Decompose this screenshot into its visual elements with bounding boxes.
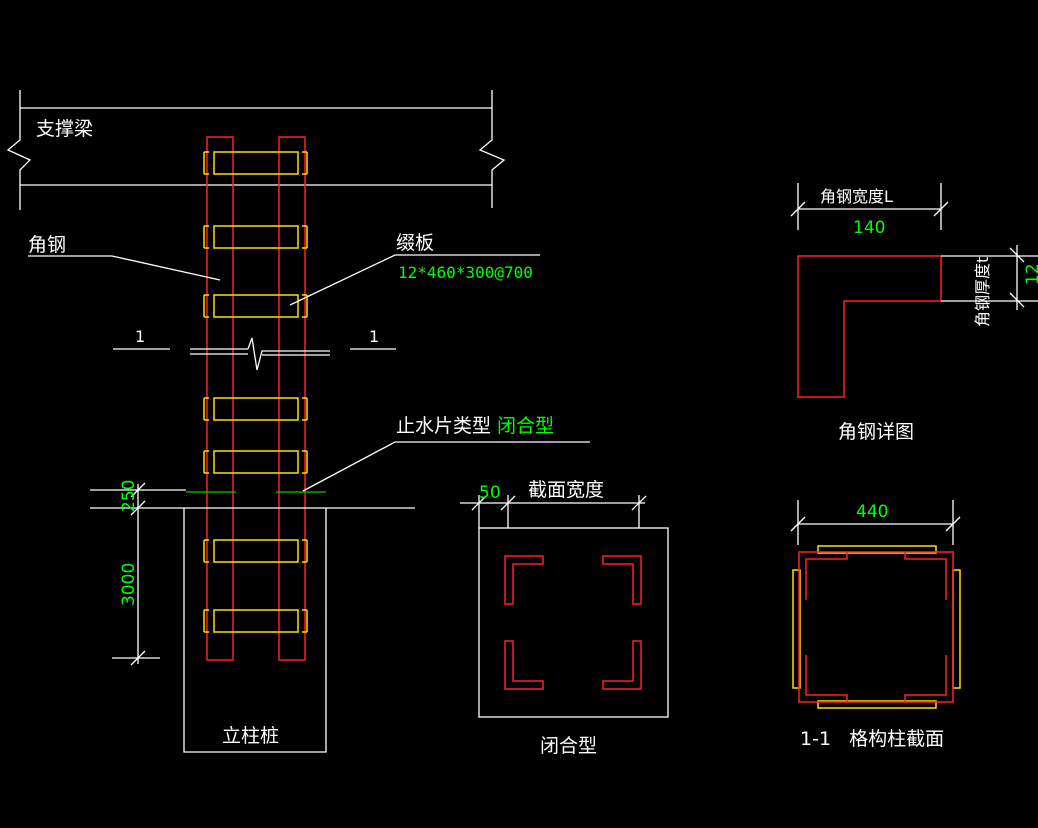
angle-detail-caption: 角钢详图 [838, 421, 914, 443]
angle-thickness-label: 角钢厚度t [973, 257, 992, 327]
angle-steel-leader [28, 255, 221, 281]
batten-leader [289, 254, 540, 306]
angle-width-value: 140 [853, 218, 885, 238]
waterstop-type-label-text: 止水片类型 [396, 415, 491, 437]
angle-detail [790, 183, 1038, 398]
dim-50: 50 [479, 483, 501, 503]
closed-type-caption: 闭合型 [540, 735, 597, 757]
angle-thickness-value: 12 [1023, 263, 1038, 285]
waterstop-type-value: 闭合型 [497, 415, 554, 437]
break-line [190, 337, 330, 371]
section-mark-right-label: 1 [369, 327, 379, 346]
batten-plate [203, 539, 308, 563]
batten-plate [203, 225, 308, 249]
dim-250: 250 [119, 480, 139, 512]
waterstop-leader [302, 441, 590, 492]
lattice-section [790, 500, 961, 709]
closed-type-section [460, 495, 669, 718]
support-beam [6, 90, 506, 210]
ground-and-pile [90, 482, 415, 753]
batten-spec: 12*460*300@700 [398, 263, 533, 282]
section-width-label: 截面宽度 [528, 479, 604, 501]
batten-plates [203, 151, 308, 633]
dim-3000: 3000 [119, 563, 139, 606]
batten-plate [203, 151, 308, 175]
batten-plate [203, 294, 308, 318]
batten-plate [203, 450, 308, 474]
dim-440: 440 [856, 502, 888, 522]
batten-plate [203, 397, 308, 421]
waterstop-type-label: 止水片类型闭合型 [396, 415, 554, 437]
angle-steel-label: 角钢 [28, 234, 66, 256]
section-1-1-caption: 1-1 格构柱截面 [800, 728, 944, 750]
batten-plate [203, 609, 308, 633]
support-beam-label: 支撑梁 [36, 118, 93, 140]
column-pile-label: 立柱桩 [222, 725, 279, 747]
batten-label: 缀板 [396, 232, 434, 254]
section-mark-left-label: 1 [135, 327, 145, 346]
angle-width-label: 角钢宽度L [820, 187, 893, 206]
